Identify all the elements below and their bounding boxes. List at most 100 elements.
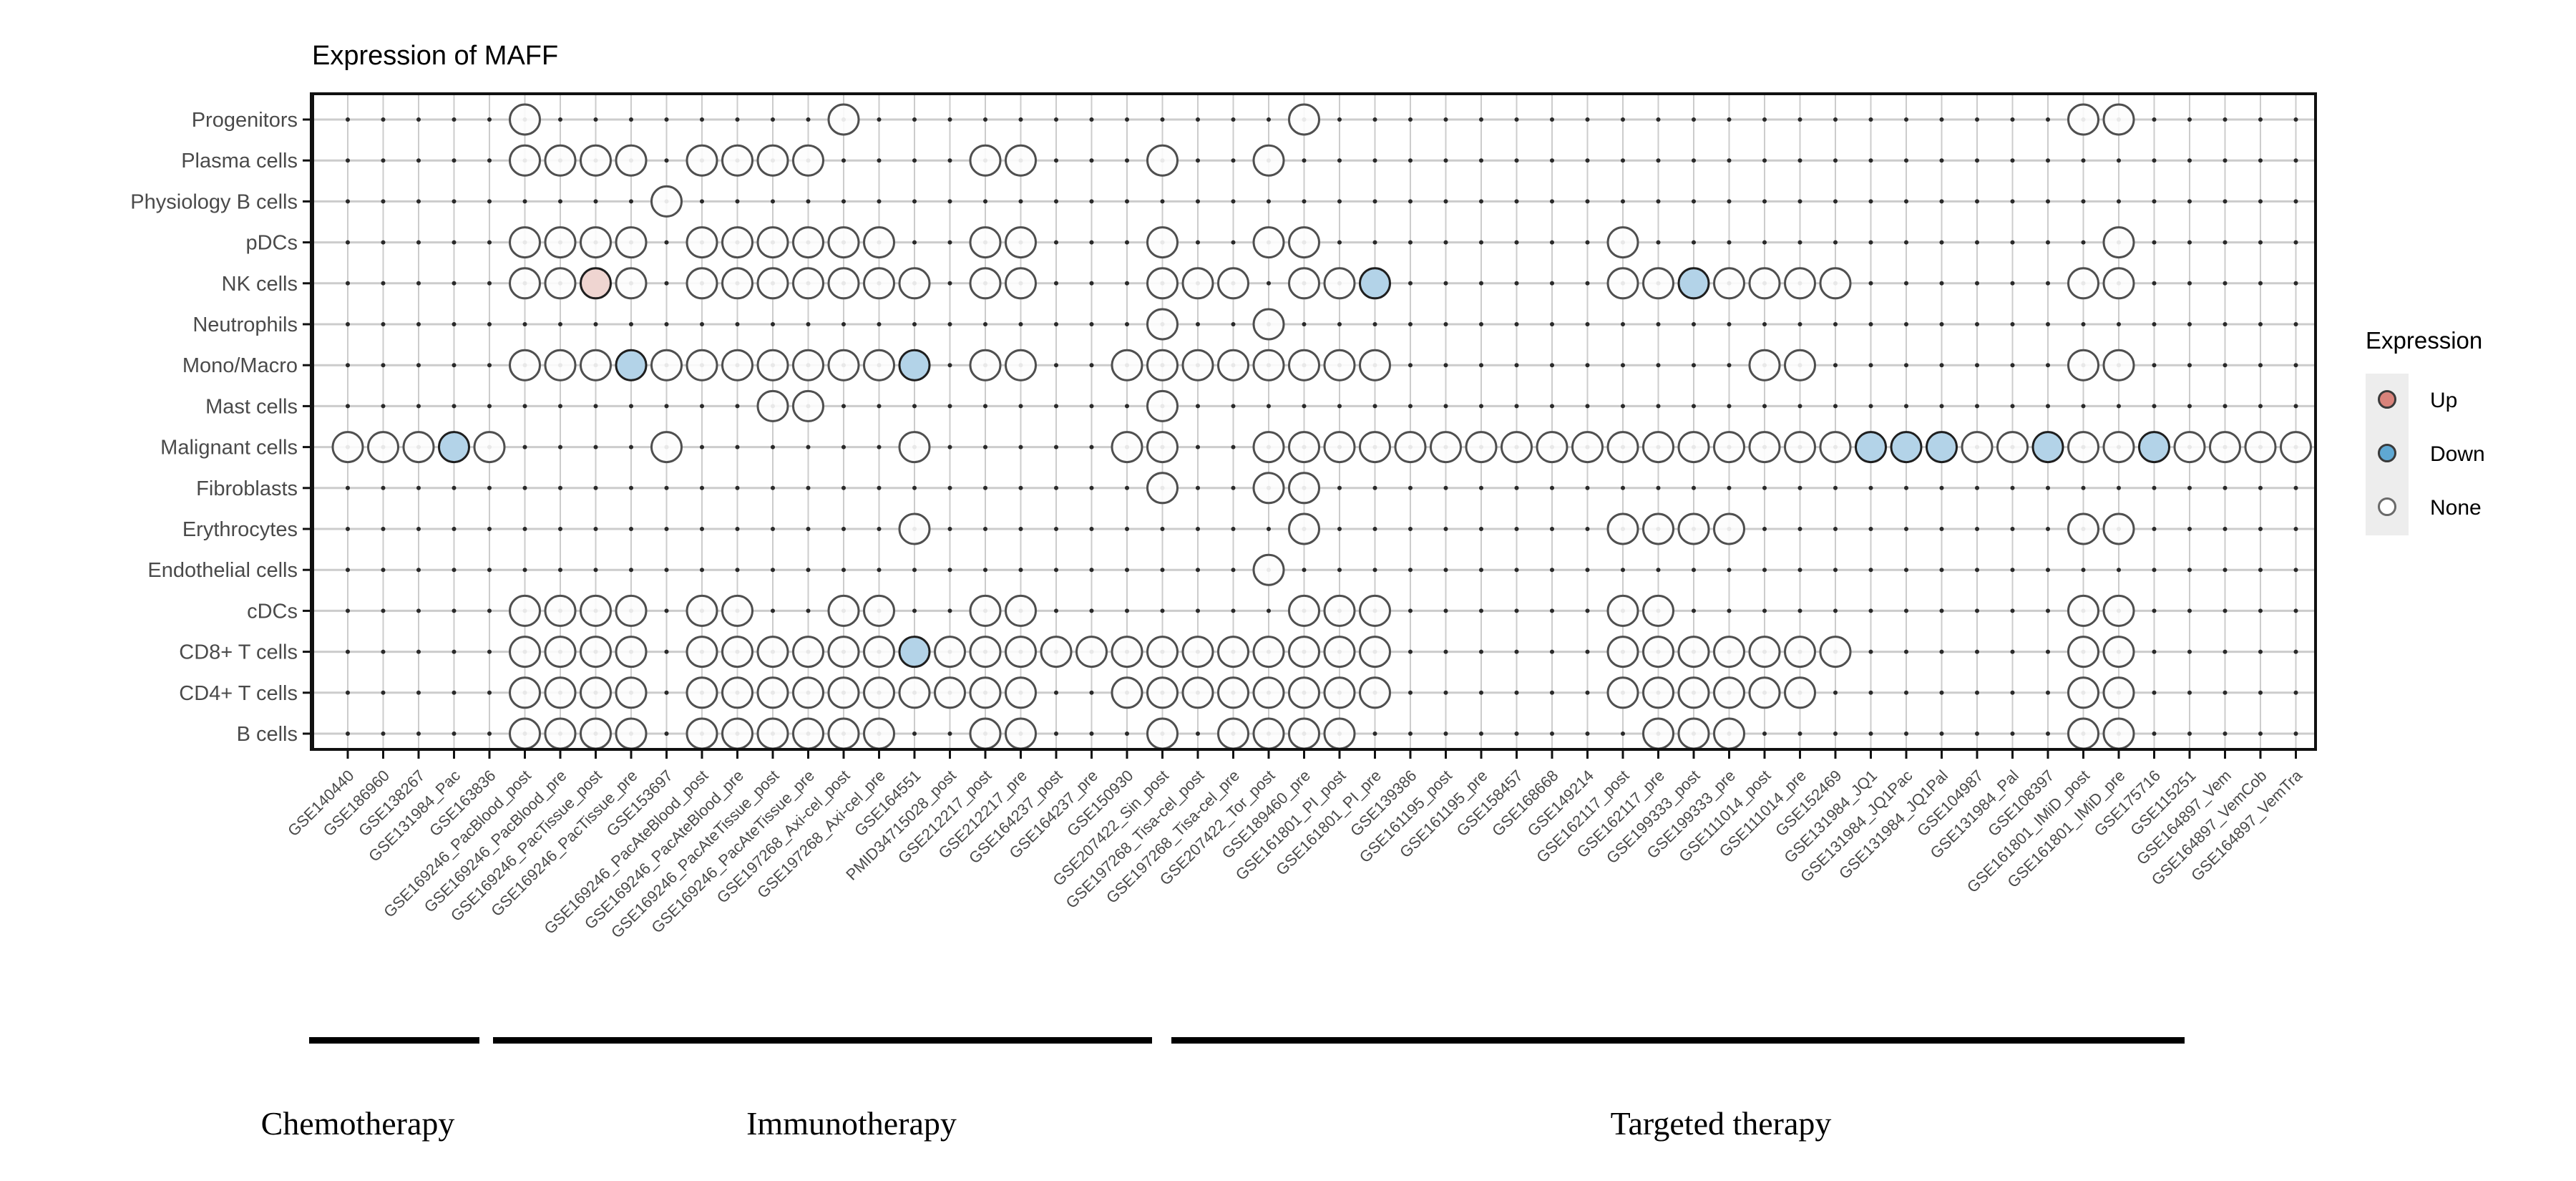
grid-dot <box>2187 485 2192 490</box>
grid-dot <box>947 363 952 368</box>
grid-dot <box>1833 404 1838 409</box>
grid-dot <box>1585 240 1590 245</box>
row-label: cDCs <box>247 600 298 623</box>
grid-dot <box>1408 608 1413 613</box>
grid-dot <box>1408 322 1413 326</box>
grid-dot <box>1762 158 1767 163</box>
grid-dot <box>1868 240 1873 245</box>
grid-dot <box>1727 199 1732 204</box>
expression-dot-none <box>1146 349 1179 381</box>
grid-dot <box>1939 322 1944 326</box>
grid-dot <box>912 240 917 245</box>
expression-dot-none <box>756 267 789 300</box>
expression-dot-none <box>1606 267 1639 300</box>
expression-dot-none <box>721 636 753 669</box>
grid-dot <box>1054 404 1058 409</box>
expression-dot-none <box>969 676 1002 709</box>
grid-dot <box>1196 608 1200 613</box>
grid-dot <box>1089 199 1094 204</box>
grid-dot <box>1975 240 1979 245</box>
expression-dot-none <box>792 267 824 300</box>
grid-dot <box>2117 485 2121 490</box>
grid-dot <box>1939 649 1944 654</box>
expression-dot-none <box>686 267 718 300</box>
expression-dot-none <box>1288 676 1320 709</box>
grid-dot <box>1550 527 1554 531</box>
grid-dot <box>2046 527 2050 531</box>
grid-dot <box>700 568 704 573</box>
grid-dot <box>1514 649 1519 654</box>
grid-dot <box>1231 322 1236 326</box>
grid-dot <box>381 158 386 163</box>
grid-dot <box>522 527 527 531</box>
grid-dot <box>2046 281 2050 286</box>
grid-dot <box>2046 690 2050 695</box>
grid-dot <box>1692 608 1696 613</box>
grid-dot <box>381 485 386 490</box>
grid-dot <box>1550 363 1554 368</box>
grid-dot <box>416 732 421 736</box>
grid-dot <box>1975 568 1979 573</box>
grid-dot <box>1975 690 1979 695</box>
expression-dot-none <box>615 676 648 709</box>
grid-dot <box>841 485 846 490</box>
expression-dot-none <box>827 103 860 136</box>
grid-dot <box>1727 158 1732 163</box>
row-label: Fibroblasts <box>196 477 298 500</box>
row-label: Progenitors <box>192 109 298 132</box>
expression-dot-none <box>1075 636 1108 669</box>
grid-dot <box>1904 322 1908 326</box>
grid-dot <box>1231 568 1236 573</box>
grid-dot <box>1833 608 1838 613</box>
expression-dot-none <box>1111 349 1143 381</box>
grid-dot <box>664 281 669 286</box>
grid-dot <box>2046 240 2050 245</box>
legend-up-label: Up <box>2430 389 2457 412</box>
expression-dot-none <box>1146 389 1179 422</box>
grid-dot <box>1018 527 1023 531</box>
grid-dot <box>771 568 775 573</box>
grid-dot <box>2187 281 2192 286</box>
grid-dot <box>2293 732 2298 736</box>
expression-dot-none <box>1181 636 1214 669</box>
grid-dot <box>1975 117 1979 122</box>
row-label: B cells <box>237 723 298 746</box>
expression-dot-none <box>1252 717 1285 750</box>
grid-dot <box>735 527 740 531</box>
grid-dot <box>1231 485 1236 490</box>
grid-dot <box>841 158 846 163</box>
grid-dot <box>1656 322 1661 326</box>
expression-dot-none <box>1146 636 1179 669</box>
grid-dot <box>1514 404 1519 409</box>
grid-dot <box>947 158 952 163</box>
grid-dot <box>381 568 386 573</box>
grid-dot <box>983 117 987 122</box>
grid-dot <box>1833 199 1838 204</box>
grid-dot <box>416 649 421 654</box>
grid-dot <box>1125 117 1129 122</box>
expression-dot-none <box>1677 636 1710 669</box>
expression-dot-none <box>2067 267 2099 300</box>
grid-dot <box>2223 240 2228 245</box>
grid-dot <box>1797 199 1802 204</box>
expression-dot-none <box>2102 717 2135 750</box>
grid-dot <box>983 527 987 531</box>
grid-dot <box>2117 404 2121 409</box>
grid-dot <box>1443 240 1448 245</box>
grid-dot <box>1479 608 1483 613</box>
grid-dot <box>1939 608 1944 613</box>
grid-dot <box>1408 527 1413 531</box>
grid-dot <box>1656 568 1661 573</box>
grid-dot <box>452 240 457 245</box>
grid-dot <box>1196 444 1200 449</box>
grid-dot <box>1904 404 1908 409</box>
legend-down-icon <box>2378 444 2396 462</box>
grid-dot <box>1550 158 1554 163</box>
grid-dot <box>947 485 952 490</box>
grid-dot <box>1514 199 1519 204</box>
expression-dot-none <box>756 636 789 669</box>
grid-dot <box>2187 117 2192 122</box>
grid-dot <box>416 117 421 122</box>
expression-dot-down <box>1359 267 1391 300</box>
grid-dot <box>1797 568 1802 573</box>
